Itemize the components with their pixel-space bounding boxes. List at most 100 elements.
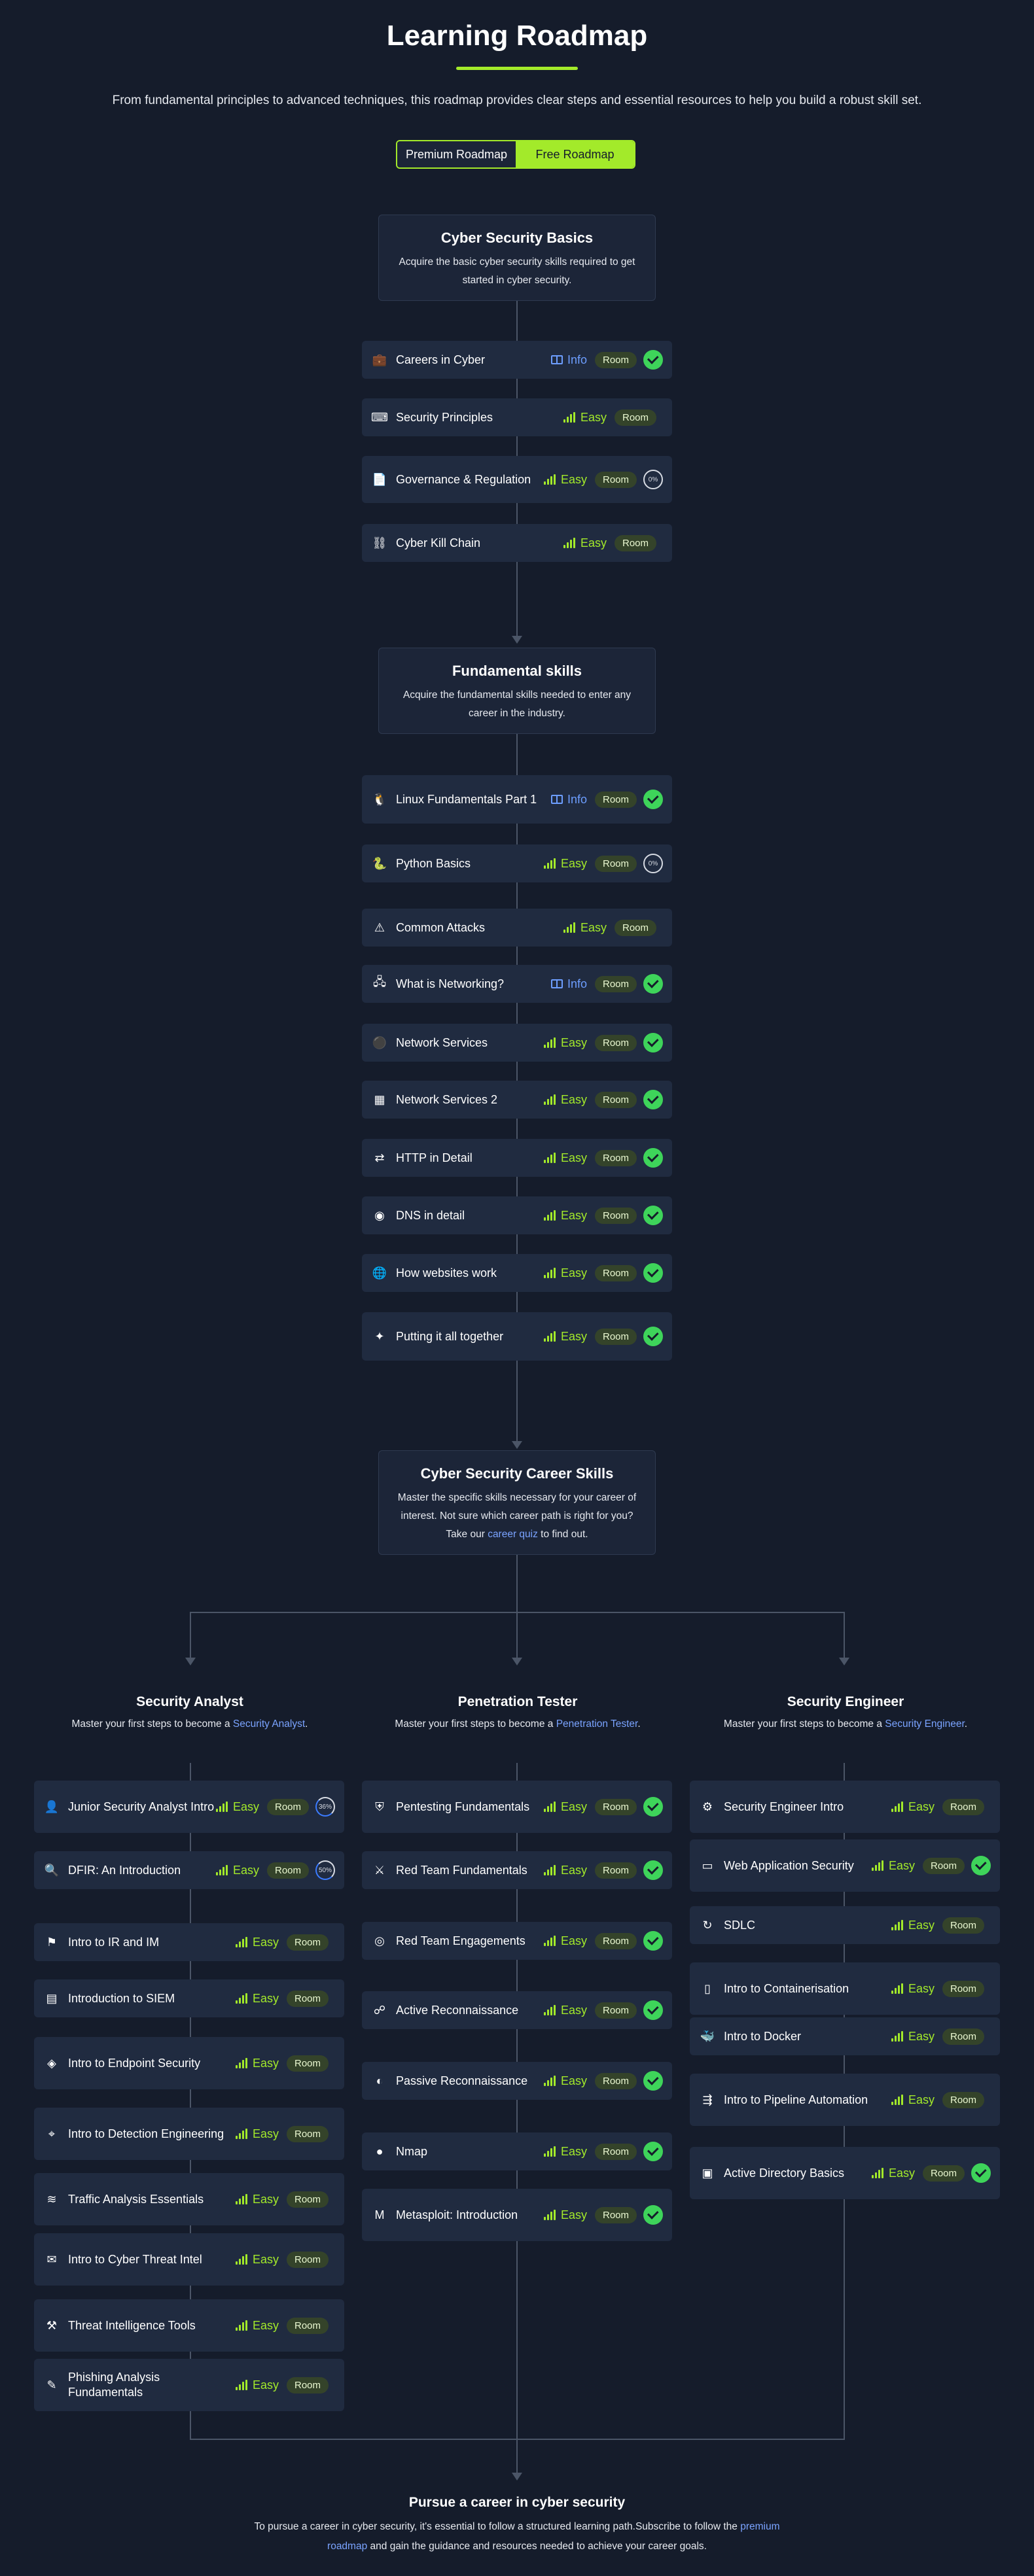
difficulty-badge: Easy <box>543 1036 587 1050</box>
difficulty-bars-icon <box>891 1983 904 1994</box>
room-name: Python Basics <box>396 856 471 870</box>
difficulty-bars-icon <box>891 2095 904 2105</box>
room-type-badge: Room <box>594 855 637 872</box>
room-type-badge: Room <box>594 975 637 992</box>
premium-roadmap-button[interactable]: Premium Roadmap <box>397 141 516 167</box>
room-name: Passive Reconnaissance <box>396 2074 528 2087</box>
room-name: Nmap <box>396 2144 428 2158</box>
completed-check-icon <box>643 2000 663 2020</box>
shield-icon: ⛨ <box>375 1800 384 1813</box>
directory-icon: ▣ <box>702 2166 713 2180</box>
room-type-badge: Room <box>594 351 637 368</box>
level-label: Easy <box>560 472 587 486</box>
progress-ring: 50% <box>315 1860 335 1880</box>
level-label: Easy <box>580 536 607 549</box>
section-title: Cyber Security Basics <box>440 230 594 246</box>
python-icon: 🐍 <box>372 856 387 870</box>
room-name: What is Networking? <box>396 977 505 990</box>
room-type-badge: Room <box>594 2206 637 2223</box>
career-path-link[interactable]: Penetration Tester <box>556 1718 638 1730</box>
career-quiz-link[interactable]: career quiz <box>488 1529 538 1540</box>
premium-roadmap-link[interactable]: premium roadmap <box>327 2521 780 2552</box>
level-label: Easy <box>560 1208 587 1222</box>
difficulty-badge: Easy <box>235 2319 279 2333</box>
room-type-badge: Room <box>594 2143 637 2160</box>
difficulty-bars-icon <box>543 2005 557 2015</box>
engineer-icon: ⚙ <box>702 1800 713 1813</box>
completed-check-icon <box>643 1860 663 1880</box>
career-path-link[interactable]: Security Analyst <box>232 1718 306 1730</box>
docker-icon: 🐳 <box>700 2029 715 2043</box>
difficulty-badge: Easy <box>891 2030 935 2044</box>
difficulty-bars-icon <box>235 1993 249 2004</box>
page-subtitle: From fundamental principles to advanced … <box>112 94 922 107</box>
room-type-badge: Room <box>286 2125 329 2142</box>
room-type-badge: Room <box>594 471 637 488</box>
difficulty-badge: Easy <box>235 2253 279 2267</box>
difficulty-badge: Easy <box>543 2208 587 2222</box>
career-path-link[interactable]: Security Engineer <box>885 1718 965 1730</box>
level-label: Easy <box>252 2192 279 2206</box>
difficulty-badge: Easy <box>543 1864 587 1877</box>
room-type-badge: Room <box>922 1857 965 1874</box>
difficulty-badge: Easy <box>543 472 587 487</box>
difficulty-bars-icon <box>235 2380 249 2390</box>
intel-icon: ✉ <box>46 2252 57 2266</box>
difficulty-badge: Easy <box>871 2167 915 2180</box>
connector-arrow <box>512 1658 522 1665</box>
room-name: Traffic Analysis Essentials <box>68 2192 204 2206</box>
detection-icon: ⌖ <box>48 2127 56 2140</box>
room-type-badge: Room <box>594 1091 637 1108</box>
room-name: HTTP in Detail <box>396 1151 472 1164</box>
difficulty-badge: Easy <box>543 2074 587 2088</box>
network-icon: 🖧 <box>372 975 387 988</box>
connector-arrow <box>839 1658 849 1665</box>
difficulty-badge: Easy <box>235 2378 279 2392</box>
info-badge: Info <box>550 793 587 807</box>
room-name: Security Principles <box>396 410 493 424</box>
difficulty-badge: Easy <box>543 1208 587 1223</box>
career-path-title: Security Engineer <box>787 1694 904 1709</box>
difficulty-bars-icon <box>563 412 577 423</box>
difficulty-badge: Easy <box>543 1800 587 1814</box>
free-roadmap-button[interactable]: Free Roadmap <box>516 141 634 167</box>
